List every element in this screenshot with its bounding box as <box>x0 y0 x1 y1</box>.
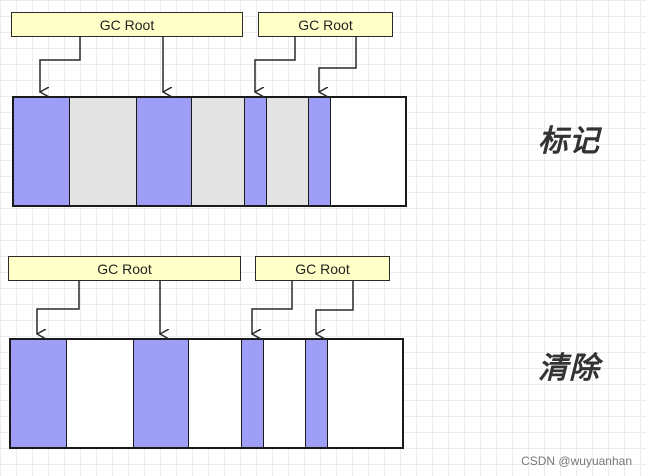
reference-arrow <box>255 37 296 92</box>
gc-root-box-mark-1: GC Root <box>11 12 243 37</box>
heap-segment <box>67 340 134 447</box>
gc-root-label: GC Root <box>97 260 152 277</box>
heap-memory-bar-mark <box>12 96 407 207</box>
heap-segment <box>134 340 189 447</box>
reference-arrow <box>252 281 293 334</box>
heap-segment <box>14 98 70 205</box>
gc-root-box-mark-2: GC Root <box>258 12 393 37</box>
heap-segment <box>11 340 67 447</box>
heap-segment <box>192 98 245 205</box>
heap-segment <box>309 98 331 205</box>
gc-root-label: GC Root <box>295 260 350 277</box>
heap-segment <box>189 340 242 447</box>
reference-arrow <box>40 37 81 92</box>
gc-root-box-sweep-2: GC Root <box>255 256 390 281</box>
reference-arrow <box>319 37 357 92</box>
stage-label-sweep: 清除 <box>538 351 600 386</box>
watermark: CSDN @wuyuanhan <box>521 454 632 468</box>
heap-segment <box>245 98 267 205</box>
heap-segment <box>328 340 402 447</box>
heap-segment <box>331 98 405 205</box>
heap-segment <box>267 98 309 205</box>
gc-root-label: GC Root <box>99 16 155 33</box>
reference-arrow <box>37 281 80 334</box>
gc-root-box-sweep-1: GC Root <box>8 256 241 281</box>
heap-memory-bar-sweep <box>9 338 404 449</box>
reference-arrow <box>316 281 354 334</box>
heap-segment <box>264 340 306 447</box>
heap-segment <box>306 340 328 447</box>
heap-segment <box>137 98 192 205</box>
gc-root-label: GC Root <box>298 16 353 33</box>
heap-segment <box>242 340 264 447</box>
heap-segment <box>70 98 137 205</box>
stage-label-mark: 标记 <box>538 124 600 159</box>
